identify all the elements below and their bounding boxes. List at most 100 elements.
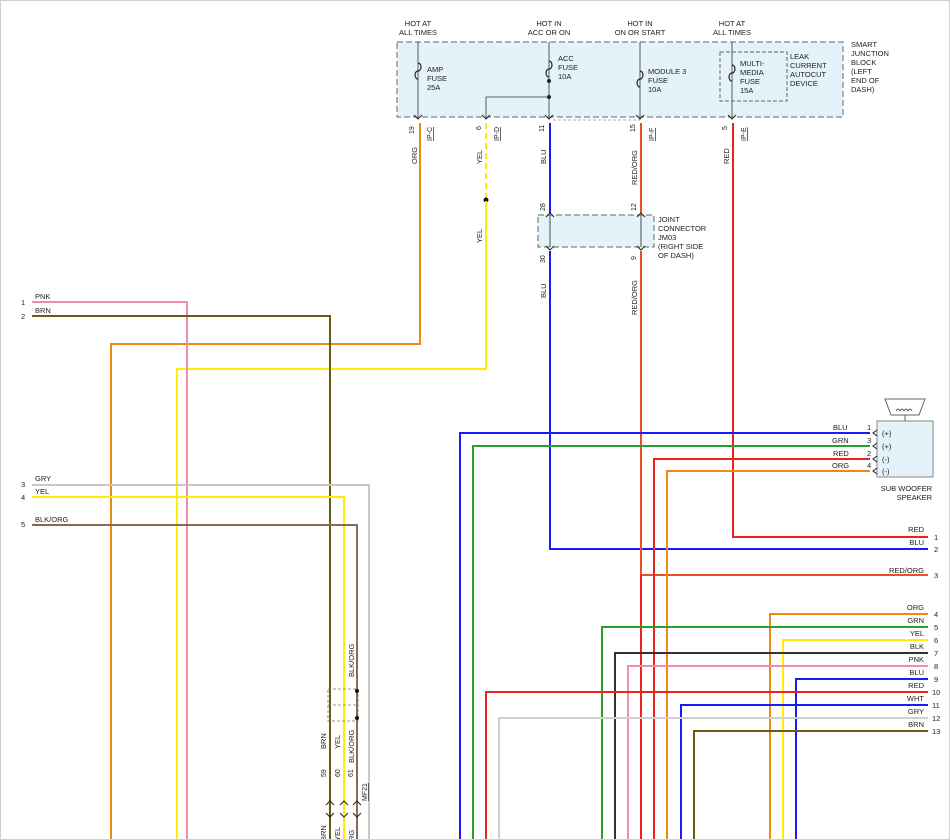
right-pin-number: 6 — [934, 636, 938, 645]
pin-chevron-icon — [545, 212, 555, 218]
right-wire-color: PNK — [909, 655, 924, 664]
speaker-red-wire — [653, 458, 870, 839]
left-wire-color: GRY — [35, 474, 51, 483]
speaker-polarity: (+) — [882, 429, 892, 438]
block-label-line: END OF — [851, 76, 880, 85]
fuse-label: FUSE — [648, 76, 668, 85]
right-wire-color: RED — [908, 525, 924, 534]
right-grn-wire — [601, 626, 928, 839]
header-line1: HOT AT — [719, 19, 746, 28]
wire-color-label: RED — [722, 148, 731, 164]
wire-color-label: YEL — [475, 150, 484, 164]
left-pin-number: 3 — [21, 480, 25, 489]
pin-number: 9 — [631, 256, 638, 260]
splice-dot — [547, 95, 551, 99]
block-label-line: (LEFT — [851, 67, 872, 76]
speaker-label: SUB WOOFER — [881, 484, 933, 493]
pnk-wire — [32, 301, 188, 839]
pin-chevron-icon — [872, 467, 878, 475]
pin-chevron-icon — [872, 455, 878, 463]
right-wire-color: ORG — [907, 603, 924, 612]
mf21-upper-label: YEL — [333, 735, 342, 749]
fuse-label: MEDIA — [740, 68, 764, 77]
left-pin-number: 1 — [21, 298, 25, 307]
fuse-label: 25A — [427, 83, 440, 92]
pin-chevron-icon — [352, 800, 362, 818]
mf21-upper-label: BLK/ORG — [347, 729, 356, 763]
leak-device-box — [719, 51, 788, 102]
right-pin-number: 4 — [934, 610, 938, 619]
redorg-wire-to-pin3 — [640, 251, 928, 576]
splice-dot — [355, 716, 359, 720]
pin-chevron-icon — [325, 800, 335, 818]
blu-wire-to-pin2 — [549, 251, 928, 550]
right-org-wire — [769, 613, 928, 839]
acc-branch-wire — [485, 96, 549, 117]
mf21-pin: 60 — [335, 769, 342, 777]
joint-connector-jm03: 28 12 30 9 JOINT CONNECTOR JM03 (RIGHT S… — [537, 203, 707, 263]
splice-dot — [355, 689, 359, 693]
speaker-pin-number: 4 — [867, 461, 871, 470]
brn-wire — [32, 315, 331, 839]
right-brn-wire — [693, 730, 928, 839]
right-wire-color: BLK — [910, 642, 924, 651]
right-pin-number: 1 — [934, 533, 938, 542]
pin-number: 28 — [540, 203, 547, 211]
speaker-box — [876, 420, 934, 478]
connector-id: IP-C — [427, 127, 434, 141]
right-pin-number: 10 — [932, 688, 940, 697]
yel-wire — [176, 201, 487, 839]
pin-number: 11 — [539, 125, 546, 132]
header-line2: ACC OR ON — [528, 28, 571, 37]
left-wire-color: YEL — [35, 487, 49, 496]
fuse-label: MODULE 3 — [648, 67, 686, 76]
speaker-pin-number: 2 — [867, 449, 871, 458]
fuse-symbol-icon — [545, 60, 553, 78]
right-wire-color: BRN — [908, 720, 924, 729]
fuse-label: FUSE — [558, 63, 578, 72]
right-pin-number: 13 — [932, 727, 940, 736]
block-label-line: JUNCTION — [851, 49, 889, 58]
fuse-label: 15A — [740, 86, 753, 95]
speaker-polarity: (+) — [882, 442, 892, 451]
left-wire-color: BLK/ORG — [35, 515, 69, 524]
right-blu2-wire — [680, 704, 928, 839]
connector-id: IP-F — [649, 128, 656, 141]
fuse-label: ACC — [558, 54, 574, 63]
right-blu-wire — [795, 678, 928, 839]
left-pin-number: 4 — [21, 493, 25, 502]
right-wire-color: WHT — [907, 694, 924, 703]
pin-chevron-icon — [544, 114, 554, 120]
right-connector: RED 1 BLU 2 RED/ORG 3 ORG 4 GRN 5 YEL 6 … — [485, 525, 940, 839]
speaker-icon — [884, 398, 926, 416]
jc-label-line: (RIGHT SIDE — [658, 242, 703, 251]
pin-number: 6 — [476, 126, 483, 130]
right-wire-color: RED/ORG — [889, 566, 924, 575]
jc-label-line: CONNECTOR — [658, 224, 707, 233]
mf21-lower-label: RG — [347, 830, 356, 839]
gry-wire — [32, 484, 370, 839]
left-connector: 1 PNK 2 BRN 3 GRY 4 YEL 5 BLK/ORG — [21, 292, 370, 839]
pin-chevron-icon — [636, 245, 646, 251]
pin-number: 30 — [540, 255, 547, 263]
fuse-label: AMP — [427, 65, 443, 74]
feed-wires: ORG YEL BLU RED/ORG RED YEL — [110, 123, 928, 839]
wire-color-label: YEL — [475, 229, 484, 243]
mf21-lower-label: BRN — [319, 825, 328, 839]
right-pin-number: 3 — [934, 571, 938, 580]
jc-label-line: OF DASH) — [658, 251, 694, 260]
wire-color-label: BLU — [539, 149, 548, 164]
jc-label-line: JM03 — [658, 233, 676, 242]
block-label-line: SMART — [851, 40, 878, 49]
mf21-top-label: BLK/ORG — [347, 643, 356, 677]
connector-id: IP-D — [494, 127, 501, 141]
pin-chevron-icon — [872, 442, 878, 450]
speaker-wire-color: BLU — [833, 423, 848, 432]
pin-chevron-icon — [339, 800, 349, 818]
right-wht-wire — [498, 717, 928, 839]
pin-chevron-icon — [727, 114, 737, 120]
leak-device-label: LEAK — [790, 52, 809, 61]
pin-number: 15 — [630, 124, 637, 132]
wire-color-label: BLU — [539, 283, 548, 298]
